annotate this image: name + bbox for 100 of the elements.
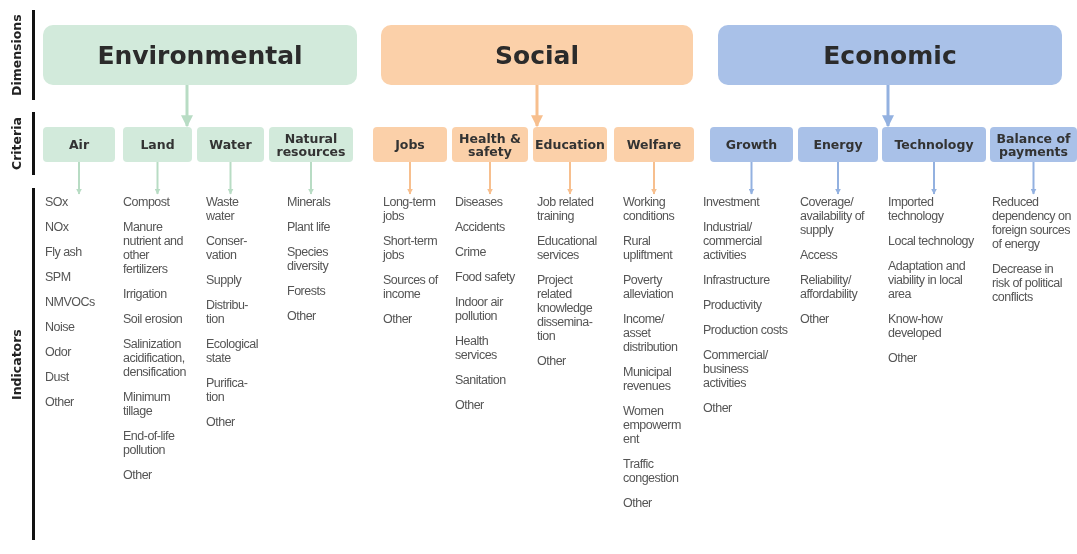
indicator-text: Other (45, 395, 75, 409)
arrow (931, 161, 937, 195)
arrow (76, 161, 82, 195)
arrow (651, 161, 657, 195)
indicator-text: Other (455, 398, 485, 412)
indicator-text: Rural upliftment (623, 234, 674, 262)
indicator-text: Commercial/ business activities (703, 348, 769, 390)
indicator-text: Women empowerm ent (623, 404, 682, 446)
indicator-text: Income/ asset distribution (623, 312, 679, 354)
indicator-text: SOx (45, 195, 69, 209)
indicator-text: Reduced dependency on foreign sources of energy (992, 195, 1072, 251)
arrow (748, 161, 755, 195)
indicator-text: Other (800, 312, 830, 326)
indicator-text: Educational services (537, 234, 598, 262)
indicator-text: Other (623, 496, 653, 510)
indicator-text: SPM (45, 270, 72, 284)
arrow (531, 85, 543, 128)
indicator-text: Plant life (287, 220, 331, 234)
indicator-text: NOx (45, 220, 70, 234)
indicator-text: Odor (45, 345, 73, 359)
indicator-text: Investment (703, 195, 761, 209)
indicator-text: End-of-life pollution (123, 429, 176, 457)
indicator-text: Other (206, 415, 236, 429)
indicator-text: Poverty alleviation (623, 273, 675, 301)
arrow (882, 85, 894, 128)
indicator-text: Accidents (455, 220, 506, 234)
indicator-text: Salinization acidification, densification (123, 337, 187, 379)
indicator-text: Imported technology (888, 195, 945, 223)
indicator-text: Other (537, 354, 567, 368)
arrow (154, 161, 161, 195)
row-heading: Criteria (9, 117, 24, 170)
criterion-tab: Balance of payments (990, 127, 1077, 162)
indicator-text: Diseases (455, 195, 504, 209)
indicator-text: Infrastructure (703, 273, 771, 287)
indicator-text: Job related training (537, 195, 595, 223)
criterion-tab: Energy (798, 127, 878, 162)
criterion-tab: Water (197, 127, 264, 162)
indicator-text: Sanitation (455, 373, 507, 387)
indicator-text: Fly ash (45, 245, 83, 259)
indicator-text: Adaptation and viability in local area (888, 259, 967, 301)
indicator-text: Short-term jobs (383, 234, 439, 262)
indicator-text: Supply (206, 273, 243, 287)
indicator-text: Ecological state (206, 337, 259, 365)
indicator-text: Other (703, 401, 733, 415)
indicator-text: Coverage/ availability of supply (800, 195, 866, 237)
row-heading: Indicators (9, 328, 24, 400)
indicator-text: Waste water (206, 195, 240, 223)
arrow (308, 161, 314, 195)
indicator-text: Industrial/ commercial activities (703, 220, 763, 262)
indicator-text: Other (287, 309, 317, 323)
criterion-tab: Natural resources (269, 127, 353, 162)
dimension-header: Economic (718, 25, 1062, 85)
indicator-text: Indoor air pollution (455, 295, 505, 323)
criterion-tab: Growth (710, 127, 793, 162)
arrow (487, 161, 493, 195)
criterion-tab: Education (533, 127, 607, 162)
arrow (835, 161, 841, 195)
indicator-text: Production costs (703, 323, 789, 337)
indicator-text: Species diversity (287, 245, 330, 273)
criterion-tab: Jobs (373, 127, 447, 162)
criterion-tab: Technology (882, 127, 986, 162)
indicator-text: Forests (287, 284, 327, 298)
indicator-text: Productivity (703, 298, 763, 312)
indicator-text: Noise (45, 320, 76, 334)
indicator-text: Reliability/ affordability (800, 273, 859, 301)
indicator-text: Traffic congestion (623, 457, 680, 485)
criterion-tab: Land (123, 127, 192, 162)
indicator-text: Sources of income (383, 273, 440, 301)
indicator-text: Local technology (888, 234, 975, 248)
indicator-text: Other (888, 351, 918, 365)
indicator-text: Soil erosion (123, 312, 184, 326)
indicator-text: Other (383, 312, 413, 326)
arrow (1030, 161, 1037, 195)
criterion-tab: Health & safety (452, 127, 528, 162)
dimension-header: Environmental (43, 25, 357, 85)
row-heading: Dimensions (9, 14, 24, 96)
indicator-text: Long-term jobs (383, 195, 437, 223)
indicator-text: Health services (455, 334, 498, 362)
indicator-text: Distribu- tion (206, 298, 250, 326)
indicator-text: Dust (45, 370, 70, 384)
dimension-header: Social (381, 25, 693, 85)
arrow (181, 85, 193, 128)
indicator-text: Food safety (455, 270, 516, 284)
criterion-tab: Welfare (614, 127, 694, 162)
indicator-text: Minerals (287, 195, 332, 209)
arrow (407, 161, 413, 195)
indicator-text: Know-how developed (888, 312, 944, 340)
indicator-text: Other (123, 468, 153, 482)
indicator-text: Crime (455, 245, 487, 259)
indicator-text: Manure nutrient and other fertilizers (123, 220, 185, 276)
indicator-text: Compost (123, 195, 171, 209)
indicator-text: Minimum tillage (123, 390, 172, 418)
indicator-text: Access (800, 248, 839, 262)
indicator-text: Project related knowledge dissemina- tion (537, 273, 594, 343)
indicator-text: Irrigation (123, 287, 168, 301)
indicator-text: Municipal revenues (623, 365, 673, 393)
indicator-text: Decrease in risk of political conflicts (992, 262, 1063, 304)
arrow (227, 161, 234, 195)
indicator-text: NMVOCs (45, 295, 96, 309)
arrow (567, 161, 573, 195)
